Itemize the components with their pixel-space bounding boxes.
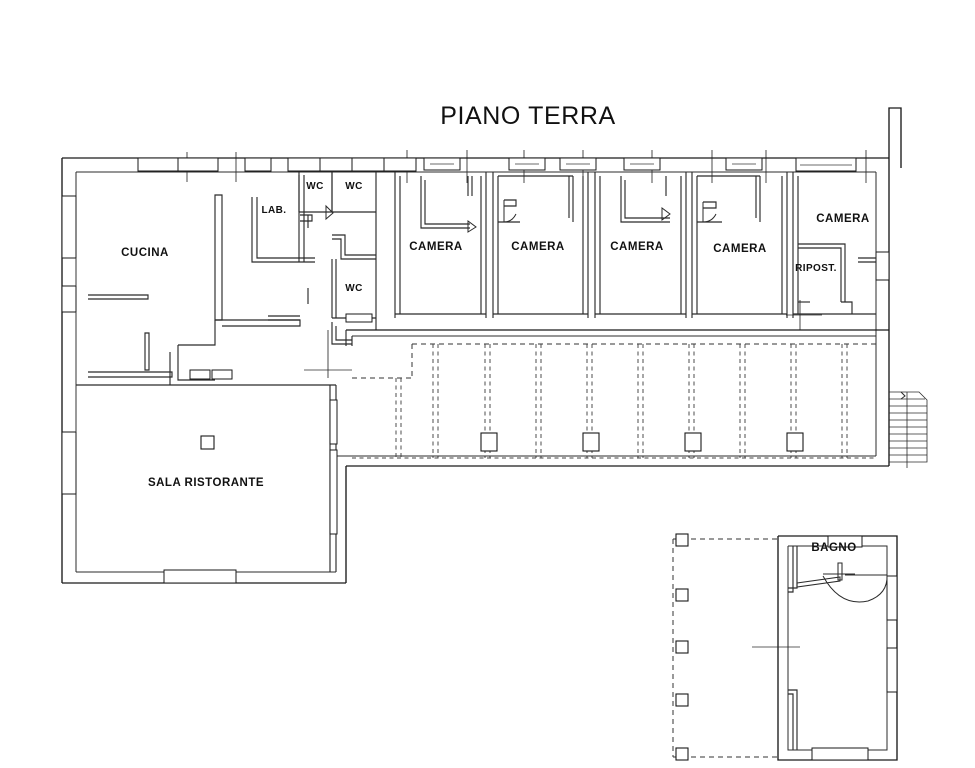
room-label-wc-2: WC [345,181,362,192]
column-symbol [200,435,215,450]
room-camera-2 [492,172,589,318]
room-label-camera-1: CAMERA [409,241,462,253]
room-camera-4 [691,172,788,318]
room-camera-5 [792,172,890,318]
room-labels: CUCINA LAB. WC WC WC CAMERA CAMERA CAMER… [121,181,869,554]
portico-column [480,432,498,452]
portico-loggia [345,329,889,459]
portico-column [786,432,804,452]
room-label-camera-2: CAMERA [511,241,564,253]
portico-column [582,432,600,452]
room-label-wc-3: WC [345,283,362,294]
room-label-wc-1: WC [306,181,323,192]
room-label-cucina: CUCINA [121,247,169,259]
top-wall-windows [137,157,857,172]
room-sala-ristorante [76,384,338,572]
portico-column [684,432,702,452]
page-title: PIANO TERRA [440,102,616,130]
room-label-camera-4: CAMERA [713,243,766,255]
pergola-post [675,533,689,547]
room-label-bagno: BAGNO [811,542,856,554]
external-staircase [889,391,928,468]
pergola-post [675,588,689,602]
pergola-post [675,693,689,707]
left-wall-openings [61,195,77,495]
bottom-wall-opening [163,569,237,584]
pergola-post [675,640,689,654]
room-label-ripostiglio: RIPOST. [795,263,837,274]
room-camera-1 [394,172,487,318]
room-label-camera-3: CAMERA [610,241,663,253]
pergola-post [675,747,689,761]
room-lab [251,175,315,321]
wc-group [298,172,377,345]
bagno-annex [672,533,898,761]
room-camera-3 [594,172,687,318]
room-cucina [88,194,301,385]
room-label-camera-5: CAMERA [816,213,869,225]
room-label-sala-ristorante: SALA RISTORANTE [148,477,264,489]
room-label-lab: LAB. [262,205,287,216]
